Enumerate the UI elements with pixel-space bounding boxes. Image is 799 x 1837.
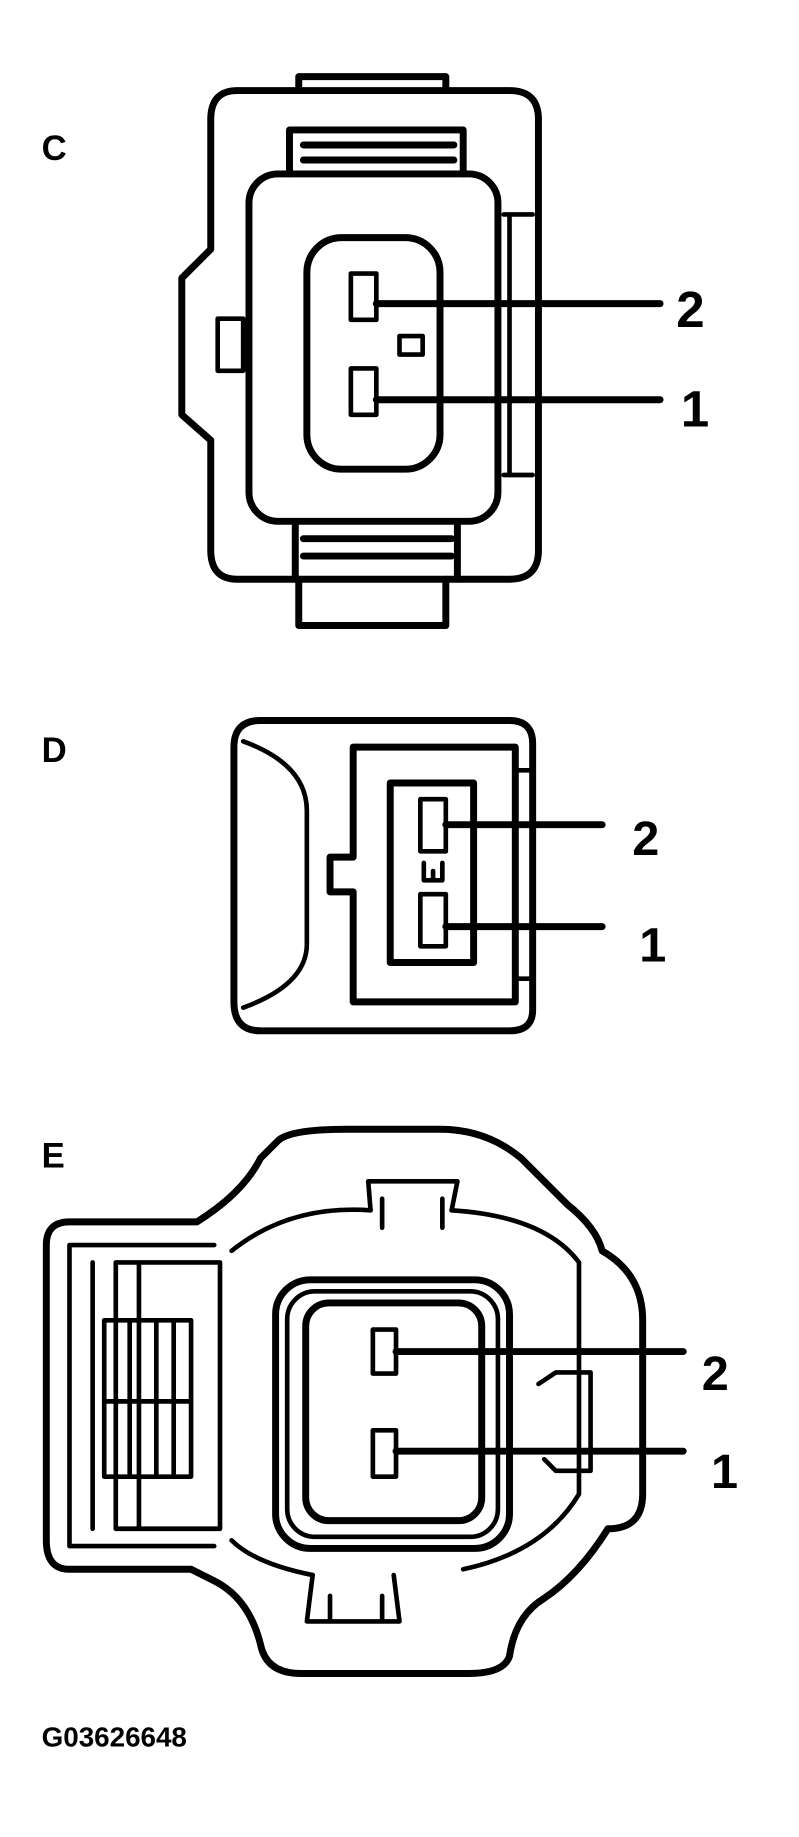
pin-number: 1 [711, 1445, 738, 1499]
connector-c-label: C [42, 130, 67, 168]
pin-number: 2 [676, 281, 704, 338]
connector-e-label: E [42, 1137, 65, 1175]
pin-number: 2 [632, 812, 659, 866]
pin-number: 2 [702, 1347, 729, 1401]
pin-number: 1 [639, 918, 666, 972]
connector-c: C 2 1 [42, 73, 709, 630]
pin-number: 1 [681, 380, 709, 437]
connector-d-label: D [42, 732, 67, 770]
connector-e: E 2 1 [42, 1125, 738, 1677]
figure-id: G03626648 [42, 1721, 187, 1752]
connector-d: D 2 1 [42, 717, 666, 1035]
